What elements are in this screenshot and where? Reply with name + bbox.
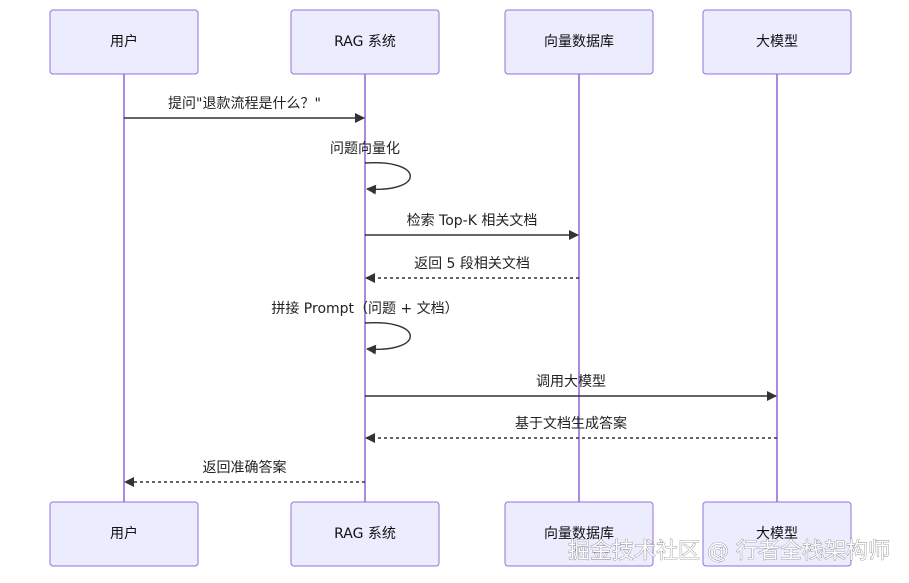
participant-vdb-bottom: 向量数据库 [504, 501, 654, 567]
participant-box [504, 501, 654, 567]
message-label: 返回 5 段相关文档 [414, 256, 530, 272]
message-arrow-self [364, 162, 411, 195]
message-7: 基于文档生成答案 [365, 415, 777, 443]
participant-llm-top: 大模型 [702, 9, 852, 75]
message-4: 返回 5 段相关文档 [365, 256, 579, 283]
participant-label: 用户 [110, 33, 138, 50]
message-label: 问题向量化 [330, 141, 400, 157]
participant-rag-top: RAG 系统 [290, 9, 440, 75]
participant-box [702, 501, 852, 567]
participant-box [49, 501, 199, 567]
participant-llm-bottom: 大模型 [702, 501, 852, 567]
participant-label: RAG 系统 [334, 526, 396, 542]
message-3: 检索 Top-K 相关文档 [365, 212, 579, 240]
participant-rag-bottom: RAG 系统 [290, 501, 440, 567]
participants-bottom: 用户 RAG 系统 向量数据库 大模型 [49, 501, 852, 567]
message-label: 提问"退款流程是什么？" [168, 96, 321, 112]
message-1: 提问"退款流程是什么？" [124, 96, 365, 123]
participant-label: 向量数据库 [544, 526, 614, 542]
message-label: 返回准确答案 [203, 459, 287, 476]
lifelines [123, 74, 778, 502]
message-label: 拼接 Prompt（问题 + 文档） [271, 300, 458, 317]
participant-box [702, 9, 852, 75]
message-5: 拼接 Prompt（问题 + 文档） [271, 300, 459, 355]
watermark-text: 掘金技术社区 @ 行者全栈架构师 [568, 539, 890, 564]
participant-box [290, 501, 440, 567]
participant-label: 用户 [110, 525, 138, 542]
participant-label: 大模型 [756, 526, 798, 542]
participant-label: 向量数据库 [544, 34, 614, 50]
participant-box [49, 9, 199, 75]
participant-box [290, 9, 440, 75]
participants-top: 用户 RAG 系统 向量数据库 大模型 [49, 9, 852, 75]
participant-user-top: 用户 [49, 9, 199, 75]
message-arrow-self [364, 322, 411, 355]
message-8: 返回准确答案 [124, 459, 365, 487]
participant-label: 大模型 [756, 34, 798, 50]
message-label: 调用大模型 [536, 374, 606, 390]
participant-vdb-top: 向量数据库 [504, 9, 654, 75]
message-label: 基于文档生成答案 [515, 415, 627, 432]
message-2: 问题向量化 [330, 141, 411, 195]
participant-user-bottom: 用户 [49, 501, 199, 567]
participant-box [504, 9, 654, 75]
message-label: 检索 Top-K 相关文档 [407, 212, 538, 229]
message-6: 调用大模型 [365, 374, 777, 401]
participant-label: RAG 系统 [334, 34, 396, 50]
